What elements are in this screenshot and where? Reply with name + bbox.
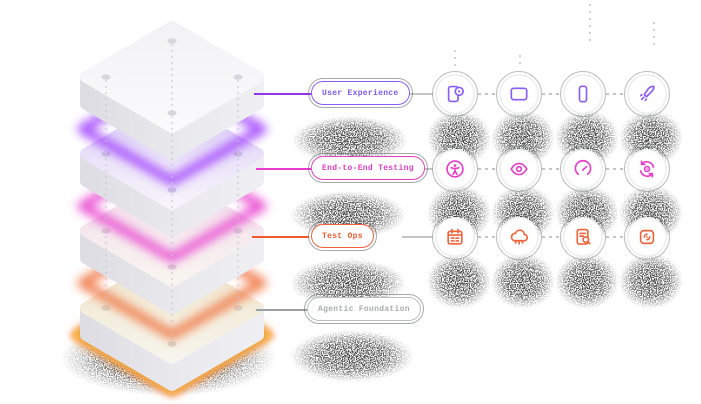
top-dashed-lines	[454, 4, 655, 66]
node-integrations	[624, 214, 670, 260]
accessibility-icon	[446, 160, 464, 178]
node-calendar	[432, 214, 478, 260]
performance-gauge-icon	[574, 160, 592, 176]
mobile-device-icon	[578, 85, 588, 103]
sync-automation-icon	[639, 160, 655, 178]
pill-agentic-foundation: Agentic Foundation	[304, 294, 424, 324]
user-experience-layer	[80, 21, 264, 160]
node-visual-eye	[496, 146, 542, 192]
document-search-icon	[576, 228, 591, 245]
node-cloud	[496, 214, 542, 260]
pill-user-experience: User Experience	[308, 78, 413, 108]
pill-label: End-to-End Testing	[311, 156, 425, 180]
node-document-search	[560, 214, 606, 260]
node-sync-automation	[624, 146, 670, 192]
node-app-click	[432, 71, 478, 117]
node-mobile	[560, 71, 606, 117]
node-accessibility	[432, 146, 478, 192]
cloud-icon	[510, 229, 529, 245]
stack-guide-lines	[105, 44, 239, 342]
visual-eye-icon	[510, 162, 528, 176]
pill-end-to-end-testing: End-to-End Testing	[308, 153, 428, 183]
stack-to-pill-connectors	[252, 93, 311, 311]
desktop-screen-icon	[510, 87, 528, 101]
node-rocket	[624, 71, 670, 117]
pill-label: Test Ops	[311, 224, 374, 248]
pill-label: User Experience	[311, 81, 410, 105]
app-click-icon	[447, 85, 464, 103]
integrations-icon	[639, 229, 655, 245]
node-dashed-connectors	[478, 93, 624, 238]
node-desktop	[496, 71, 542, 117]
pill-label: Agentic Foundation	[307, 297, 421, 321]
calendar-icon	[447, 228, 463, 245]
pill-test-ops: Test Ops	[308, 221, 377, 251]
rocket-icon	[639, 85, 655, 102]
node-performance-gauge	[560, 146, 606, 192]
